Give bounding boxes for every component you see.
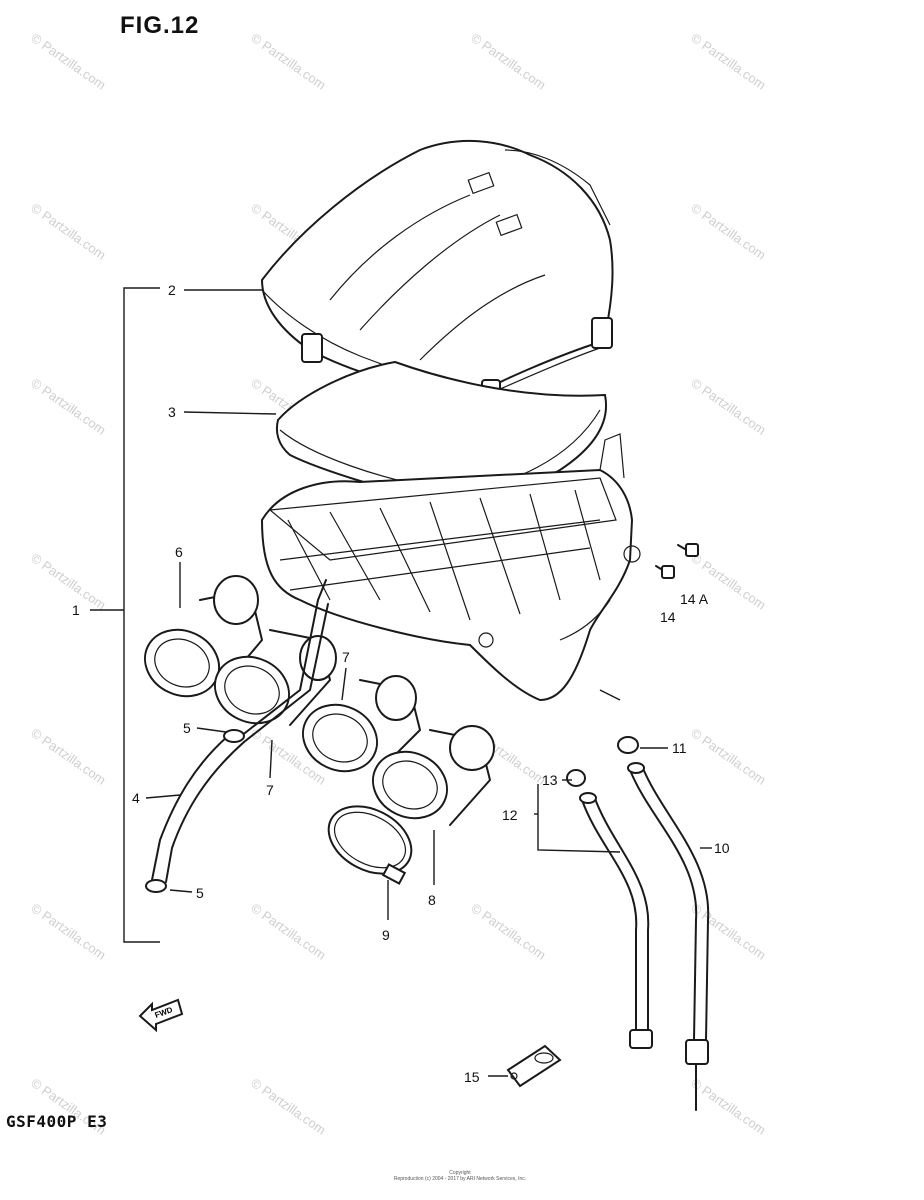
intake-boot-2 bbox=[214, 629, 337, 726]
watermark: © Partzilla.com bbox=[248, 30, 328, 93]
copyright-line-2: Reproduction (c) 2004 - 2017 by ARI Netw… bbox=[393, 1176, 527, 1182]
figure-title: FIG.12 bbox=[120, 12, 200, 39]
copyright-notice: Copyright Reproduction (c) 2004 - 2017 b… bbox=[360, 1170, 560, 1182]
intake-boot-1 bbox=[144, 575, 263, 698]
clip-11 bbox=[617, 736, 639, 754]
callout-11: 11 bbox=[672, 740, 687, 756]
callout-5: 5 bbox=[183, 720, 191, 736]
watermark: © Partzilla.com bbox=[248, 1075, 328, 1138]
watermark: © Partzilla.com bbox=[28, 30, 108, 93]
callout-12: 12 bbox=[502, 807, 518, 823]
watermark: © Partzilla.com bbox=[28, 900, 108, 963]
watermark: © Partzilla.com bbox=[28, 550, 108, 613]
watermark: © Partzilla.com bbox=[248, 900, 328, 963]
intake-boot-3 bbox=[302, 675, 421, 773]
watermark: © Partzilla.com bbox=[28, 375, 108, 438]
callout-2: 2 bbox=[168, 282, 176, 298]
callout-15: 15 bbox=[464, 1069, 480, 1085]
callout-9: 9 bbox=[382, 927, 390, 943]
watermark: © Partzilla.com bbox=[688, 1075, 768, 1138]
callout-4: 4 bbox=[132, 790, 140, 806]
callout-3: 3 bbox=[168, 404, 176, 420]
clip-13 bbox=[566, 769, 586, 787]
callout-14a: 14 A bbox=[680, 591, 709, 607]
callout-8: 8 bbox=[428, 892, 436, 908]
breather-hose-10 bbox=[627, 762, 710, 1111]
watermark: © Partzilla.com bbox=[468, 900, 548, 963]
watermark: © Partzilla.com bbox=[688, 375, 768, 438]
callout-10: 10 bbox=[714, 840, 730, 856]
model-code: GSF400P E3 bbox=[6, 1112, 108, 1131]
callout-6: 6 bbox=[175, 544, 183, 560]
watermark: © Partzilla.com bbox=[688, 200, 768, 263]
callout-1: 1 bbox=[72, 602, 80, 618]
callout-5: 5 bbox=[196, 885, 204, 901]
watermark: © Partzilla.com bbox=[28, 725, 108, 788]
bolt-14a bbox=[677, 543, 699, 557]
callout-7: 7 bbox=[342, 649, 350, 665]
intake-boot-4 bbox=[372, 725, 495, 826]
drain-hose bbox=[145, 579, 329, 893]
copyright-line-1: Copyright bbox=[449, 1170, 471, 1176]
watermark: © Partzilla.com bbox=[688, 900, 768, 963]
watermark: © Partzilla.com bbox=[688, 725, 768, 788]
callout-13: 13 bbox=[542, 772, 558, 788]
bolt-14 bbox=[655, 565, 675, 579]
breather-hose-12 bbox=[579, 792, 653, 1049]
callout-7: 7 bbox=[266, 782, 274, 798]
hose-clamp bbox=[327, 805, 413, 885]
fwd-arrow-icon: FWD bbox=[138, 998, 184, 1033]
watermark: © Partzilla.com bbox=[28, 200, 108, 263]
air-cleaner-cover bbox=[260, 140, 614, 413]
bracket-15 bbox=[506, 1044, 562, 1088]
watermark: © Partzilla.com bbox=[468, 30, 548, 93]
air-cleaner-case bbox=[260, 433, 641, 702]
callout-14: 14 bbox=[660, 609, 676, 625]
callouts: 1 2 3 4 5 5 6 7 7 8 9 10 11 12 13 14 14 … bbox=[72, 282, 730, 1085]
watermark: © Partzilla.com bbox=[688, 30, 768, 93]
